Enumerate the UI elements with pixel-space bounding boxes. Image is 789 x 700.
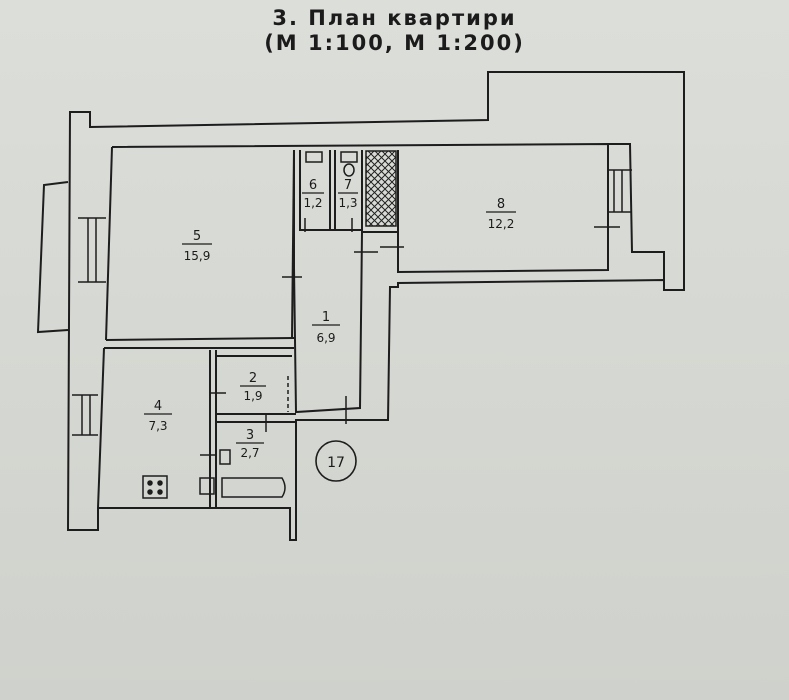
room-5-area: 15,9 [184, 249, 211, 263]
room-6-number: 6 [309, 178, 317, 193]
toilet-fixture-6 [305, 151, 323, 163]
room-2-area: 1,9 [243, 389, 262, 403]
sink-fixture [199, 449, 231, 495]
window-room-4 [72, 394, 98, 436]
toilet-fixture-7 [340, 151, 358, 177]
wall-5-right [291, 149, 295, 339]
window-room-8 [608, 169, 632, 213]
plan-scale: (М 1:100, М 1:200) [264, 31, 525, 55]
room-8-number: 8 [497, 197, 505, 212]
room-5-number: 5 [193, 229, 201, 244]
inner-wall [111, 142, 609, 414]
room-8-area: 12,2 [488, 217, 515, 231]
wall-5-left [105, 146, 113, 341]
room-6-area: 1,2 [303, 196, 322, 210]
apartment-number-circle [315, 440, 357, 482]
room-1-area: 6,9 [316, 331, 335, 345]
room-2-number: 2 [249, 371, 257, 386]
apartment-number: 17 [327, 455, 345, 471]
balcony-right [608, 143, 665, 290]
room-7-number: 7 [344, 178, 352, 193]
wall-5-bottom [105, 337, 295, 341]
room-3-area: 2,7 [240, 446, 259, 460]
room-4-area: 7,3 [148, 419, 167, 433]
balcony-left [36, 181, 69, 334]
room-1-number: 1 [322, 310, 330, 325]
room-3-number: 3 [246, 428, 254, 443]
room-7-area: 1,3 [338, 196, 357, 210]
wall-4-left [97, 347, 105, 509]
stove-fixture [142, 475, 168, 499]
room-4-number: 4 [154, 399, 162, 414]
plan-title: 3. План квартири [272, 6, 517, 30]
ventilation-shaft [365, 150, 397, 227]
outer-wall [66, 71, 685, 541]
bathtub-fixture [221, 477, 286, 498]
window-room-5 [78, 217, 106, 283]
